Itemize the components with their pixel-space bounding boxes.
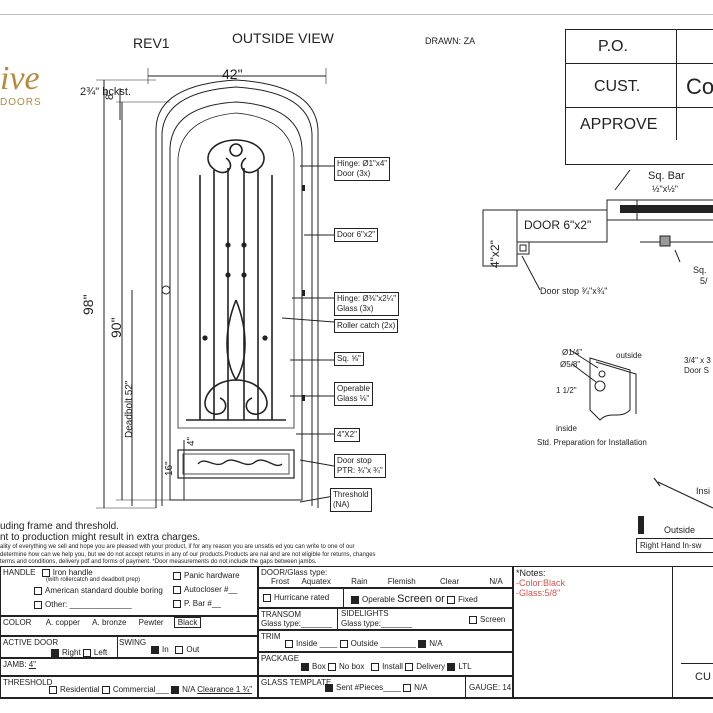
prep-detail [569,350,637,421]
frame-callout: 4"X2" [334,428,360,442]
bottom-rule [0,698,713,699]
trim-inside-checkbox[interactable] [285,639,293,648]
height-total-dim: 98" [80,294,96,315]
swing-inside: Insi [696,486,711,496]
section-doorstop-label: Door stop ¾"x¾" [540,286,608,296]
prep-inside: inside [556,424,577,433]
section-detail [482,170,713,291]
color-section: COLOR A. copper A. bronze Pewter Black [0,616,258,636]
template-na-checkbox[interactable] [403,683,412,692]
delivery-checkbox[interactable] [405,662,414,671]
iron-handle-checkbox[interactable] [41,568,50,577]
sent-checkbox[interactable] [325,683,333,692]
template-section: GLASS TEMPLATE Sent #Pieces____ N/A GAUG… [258,676,513,698]
small-dim: 4" [186,436,197,446]
left-checkbox[interactable] [82,648,91,657]
revision-label: REV1 [133,35,170,51]
swing-caption: Right Hand In-sw [636,538,713,553]
commercial-checkbox[interactable] [101,685,110,694]
logo-sub: DOORS [0,97,42,108]
approve-label: APPROVE [580,116,658,133]
cust-value: Co [686,74,713,99]
prep-right1: 3/4" x 3 [684,356,711,365]
handle-section: HANDLE Iron handle (with rollercatch and… [0,566,258,616]
transom-section: TRANSOM Glass type:_______ SIDELIGHTS Gl… [258,608,513,630]
operable-checkbox[interactable] [351,595,359,604]
jamb-section: JAMB: 4" [0,658,258,676]
install-checkbox[interactable] [371,662,380,671]
screen-checkbox[interactable] [469,615,477,624]
prep-outside: outside [616,351,642,360]
trim-section: TRIM Inside ____ Outside ________ N/A [258,630,513,652]
prep-d3: 1 1/2" [556,386,577,395]
glass-options-section: Hurricane rated Operable Screen or Fixed [258,588,513,608]
top-rule [0,14,713,15]
section-sq-label: Sq. [693,265,707,275]
bottom-dim: 16" [164,461,175,476]
logo: ive [0,60,40,97]
cust-signature-box: CU [673,566,713,698]
view-title: OUTSIDE VIEW [232,30,334,46]
sqbar-label: Sq. Bar [648,170,685,182]
swing-outside: Outside [664,525,696,535]
approval-table: P.O. CUST. Co APPROVE [565,29,713,165]
box-checkbox[interactable] [301,662,309,671]
deadbolt-dim: Deadbolt 52" [124,380,135,438]
roller-callout: Roller catch (2x) [334,319,399,333]
hinge-glass-callout: Hinge: Ø⅜"x2¼"Glass (3x) [334,292,400,316]
american-checkbox[interactable] [34,586,42,595]
section-door-label: DOOR 6"x2" [524,218,592,232]
hurricane-checkbox[interactable] [263,593,271,602]
prep-d2: Ø5/8" [560,360,581,369]
section-sq-dim: 5/ [700,276,708,286]
package-section: PACKAGE Box No box Install Delivery LTL [258,652,513,676]
ltl-checkbox[interactable] [447,662,456,671]
height-door-dim: 90" [108,317,124,338]
trim-outside-checkbox[interactable] [339,639,348,648]
notes-box: *Notes: -Color:Black -Glass:5/8" [513,566,673,698]
threshold-section: THRESHOLD Residential Commercial___ N/A … [0,676,258,698]
active-door-section: ACTIVE DOOR SWING Right Left In Out [0,636,258,658]
sq-callout: Sq. ⅝" [334,352,364,366]
disclaimer-small: ality of everything we sell and hope you… [0,544,376,565]
residential-checkbox[interactable] [49,685,57,694]
right-checkbox[interactable] [51,648,59,657]
section-frame-label: 4"x2" [488,240,502,268]
in-checkbox[interactable] [151,645,159,654]
color-black-selected[interactable]: Black [173,617,202,628]
width-dim: 42" [222,66,243,82]
trim-na-checkbox[interactable] [418,639,427,648]
fixed-checkbox[interactable] [447,595,456,604]
hinge-door-callout: Hinge: Ø1"x4"Door (3x) [334,157,391,181]
door-size-callout: Door 6"x2" [334,228,379,242]
bckst-dim: 2¾" bckst. [80,86,131,98]
top-dim: 8" [104,89,116,100]
panic-checkbox[interactable] [173,571,181,580]
swing-diagram [638,477,713,534]
autocloser-checkbox[interactable] [173,585,181,594]
door-leaf [169,101,303,501]
threshold-callout: Threshold(NA) [330,488,372,512]
prep-caption: Std. Preparation for Installation [537,438,647,447]
frame-outline [155,79,319,508]
other-checkbox[interactable] [34,600,42,609]
nobox-checkbox[interactable] [328,662,337,671]
cust-label: CUST. [594,78,641,95]
out-checkbox[interactable] [175,645,184,654]
glass-type-section: DOOR/Glass type: Frost Aquatex Rain Flem… [258,566,513,588]
drawn-by: DRAWN: ZA [425,36,476,46]
pbar-checkbox[interactable] [173,599,181,608]
prep-right2: Door S [684,366,709,375]
sqbar-dim: ½"x½" [652,184,678,194]
threshold-na-checkbox[interactable] [171,685,180,694]
po-label: P.O. [598,38,628,55]
prep-d1: Ø1/4" [562,348,583,357]
disclaimer: uding frame and threshold. nt to product… [0,521,201,543]
